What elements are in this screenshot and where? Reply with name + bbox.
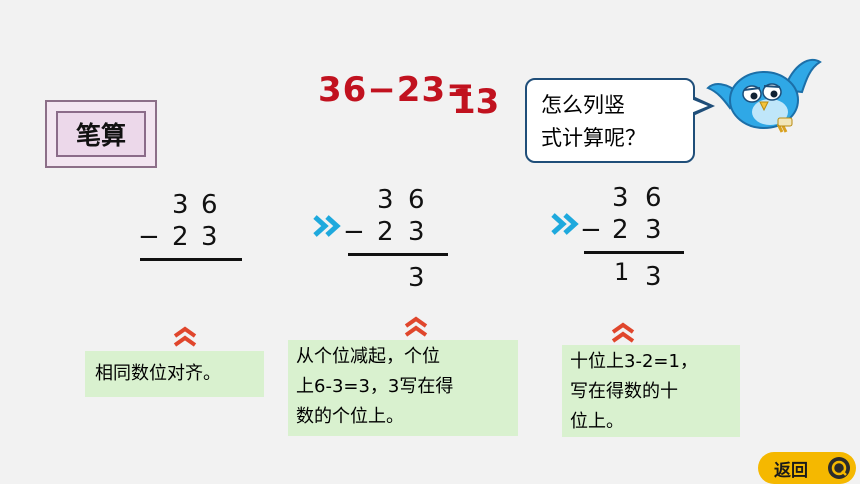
note-2-line-2: 上6-3=3，3写在得 [296, 376, 454, 397]
note-2-line-3: 数的个位上。 [296, 406, 404, 427]
calc3-operator: − [580, 215, 602, 245]
calc1-rule [140, 258, 242, 261]
up-caret-icon [173, 326, 197, 347]
calc2-top-ones: 6 [408, 185, 425, 215]
bird-icon [706, 58, 822, 133]
double-chevron-right-icon [551, 213, 579, 235]
note-align-digits: 相同数位对齐。 [85, 351, 264, 397]
calc2-bottom-ones: 3 [408, 217, 425, 247]
up-caret-icon [404, 316, 428, 337]
calc2-top-tens: 3 [377, 185, 394, 215]
note-3-line-3: 位上。 [570, 411, 624, 432]
up-caret-icon [611, 322, 635, 343]
calc3-bottom-tens: 2 [612, 215, 629, 245]
calc1-bottom-tens: 2 [172, 222, 189, 252]
calc3-result-ones: 3 [645, 262, 662, 292]
bubble-line-1: 怎么列竖 [541, 93, 625, 117]
calc1-top-tens: 3 [172, 190, 189, 220]
calc2-result-ones: 3 [408, 263, 425, 293]
calc3-top-ones: 6 [645, 183, 662, 213]
bubble-tail-fill [691, 99, 708, 113]
note-3-line-1: 十位上3-2=1， [570, 351, 698, 372]
note-1-line-1: 相同数位对齐。 [95, 363, 221, 384]
calc2-rule [348, 253, 448, 256]
note-2-line-1: 从个位减起，个位 [296, 346, 440, 367]
calc1-operator: − [138, 222, 160, 252]
return-button-label: 返回 [774, 460, 808, 481]
calc3-rule [584, 251, 684, 254]
return-icon [828, 457, 850, 479]
note-subtract-tens: 十位上3-2=1， 写在得数的十 位上。 [562, 345, 740, 437]
calc3-result-tens: 1 [614, 258, 630, 286]
calc3-bottom-ones: 3 [645, 215, 662, 245]
double-chevron-right-icon [313, 215, 341, 237]
calc1-bottom-ones: 3 [201, 222, 218, 252]
bubble-line-2: 式计算呢？ [541, 126, 646, 150]
speech-bubble: 怎么列竖 式计算呢？ [525, 78, 695, 163]
written-calculation-label: 笔算 [45, 100, 157, 168]
calc3-top-tens: 3 [612, 183, 629, 213]
calc2-operator: − [343, 217, 365, 247]
calc1-top-ones: 6 [201, 190, 218, 220]
calc2-bottom-tens: 2 [377, 217, 394, 247]
note-3-line-2: 写在得数的十 [570, 381, 678, 402]
equation-answer: 13 [452, 82, 500, 122]
label-text: 笔算 [56, 111, 146, 157]
equation: 36−23= [318, 70, 476, 110]
note-subtract-ones: 从个位减起，个位 上6-3=3，3写在得 数的个位上。 [288, 340, 518, 436]
return-button[interactable]: 返回 [758, 452, 856, 484]
